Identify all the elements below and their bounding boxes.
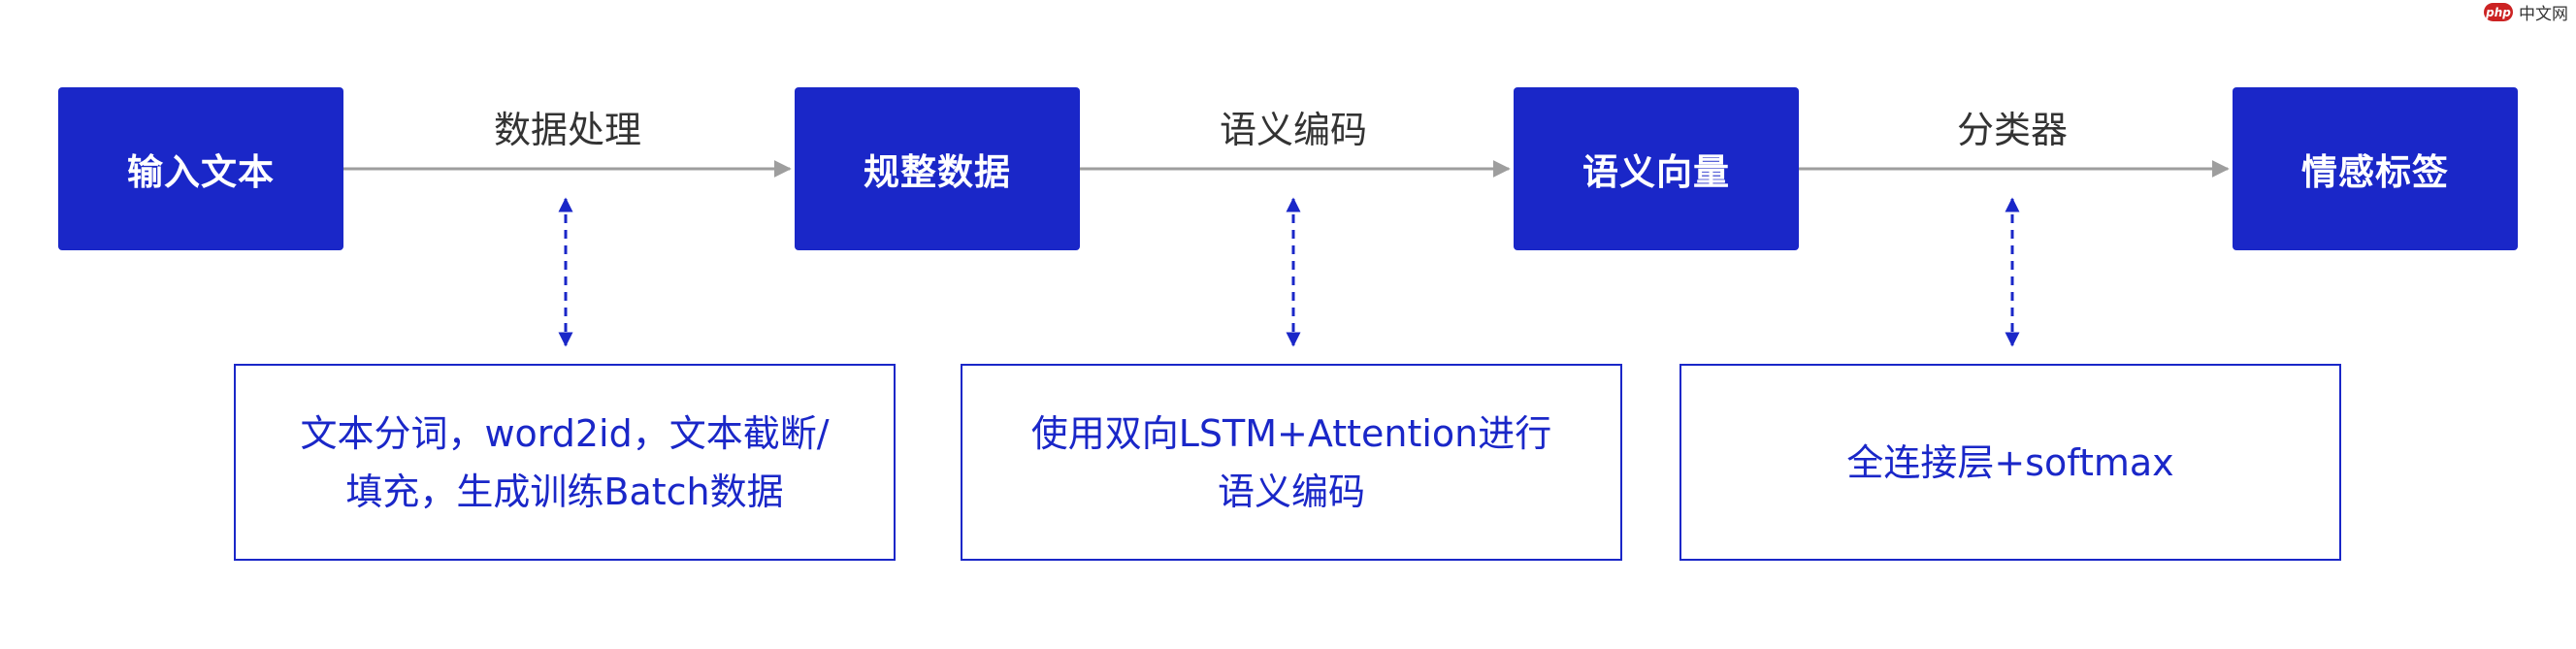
note-line: 全连接层+softmax	[1846, 440, 2174, 484]
note-line: 使用双向LSTM+Attention进行	[1030, 411, 1552, 455]
edge-label-classifier: 分类器	[1956, 109, 2068, 151]
edge-label-data-processing: 数据处理	[493, 109, 641, 151]
note-semantic-encoding: 使用双向LSTM+Attention进行 语义编码	[961, 364, 1622, 561]
watermark: php 中文网	[2484, 0, 2568, 24]
stage-normalized-data: 规整数据	[795, 87, 1080, 250]
note-data-processing: 文本分词，word2id，文本截断/ 填充，生成训练Batch数据	[234, 364, 896, 561]
watermark-logo-icon: php	[2484, 3, 2513, 21]
note-classifier: 全连接层+softmax	[1679, 364, 2341, 561]
note-line: 语义编码	[1217, 470, 1365, 513]
stage-semantic-vector: 语义向量	[1514, 87, 1799, 250]
stage-sentiment-label: 情感标签	[2233, 87, 2518, 250]
note-line: 文本分词，word2id，文本截断/	[300, 411, 830, 455]
stage-input-text: 输入文本	[58, 87, 343, 250]
edge-label-semantic-encoding: 语义编码	[1219, 109, 1367, 151]
watermark-text: 中文网	[2519, 5, 2568, 24]
note-line: 填充，生成训练Batch数据	[345, 470, 784, 513]
